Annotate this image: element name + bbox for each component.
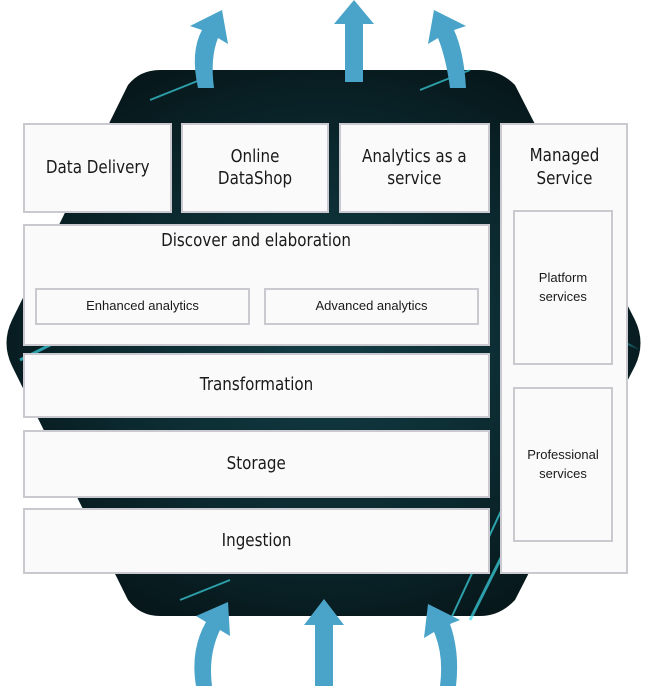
curved-arrow-up-right-icon	[428, 10, 466, 88]
ingestion-label: Ingestion	[221, 529, 292, 551]
straight-arrow-up-icon	[334, 0, 374, 82]
data-delivery-label: Data Delivery	[45, 156, 150, 178]
discover-elaboration-box: Discover and elaboration	[23, 224, 490, 346]
professional-services-box: Professional services	[513, 387, 613, 542]
transformation-label: Transformation	[199, 374, 314, 396]
managed-service-title: Managed Service	[529, 145, 599, 189]
enhanced-analytics-label: Enhanced analytics	[86, 298, 199, 314]
online-datashop-label: Online DataShop	[217, 145, 293, 190]
advanced-analytics-box: Advanced analytics	[264, 288, 479, 325]
transformation-box: Transformation	[23, 353, 490, 418]
analytics-as-a-service-box: Analytics as a service	[339, 123, 490, 213]
discover-elaboration-title: Discover and elaboration	[161, 230, 352, 251]
data-delivery-box: Data Delivery	[23, 123, 172, 213]
online-datashop-box: Online DataShop	[181, 123, 329, 213]
curved-arrow-up-left-icon	[190, 10, 228, 88]
enhanced-analytics-box: Enhanced analytics	[35, 288, 250, 325]
platform-services-label: Platform services	[538, 270, 588, 304]
curved-arrow-up-right-bottom-icon	[194, 602, 230, 686]
professional-services-label: Professional services	[527, 447, 599, 481]
platform-services-box: Platform services	[513, 210, 613, 365]
storage-label: Storage	[226, 452, 287, 474]
straight-arrow-up-bottom-icon	[304, 599, 344, 686]
analytics-as-a-service-label: Analytics as a service	[362, 145, 467, 190]
ingestion-box: Ingestion	[23, 508, 490, 574]
storage-box: Storage	[23, 430, 490, 498]
curved-arrow-up-left-bottom-icon	[424, 604, 460, 686]
advanced-analytics-label: Advanced analytics	[315, 298, 428, 314]
